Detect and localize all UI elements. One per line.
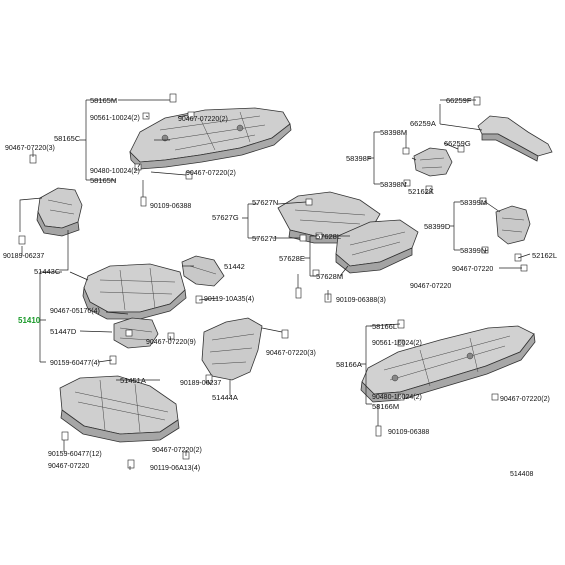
label-58166A: 58166A — [336, 360, 362, 369]
label-90467-05176: 90467-05176(4) — [50, 308, 100, 315]
label-90189-06237b: 90189-06237 — [180, 380, 221, 387]
label-58398F: 58398F — [346, 154, 372, 163]
part-58166A-cover — [360, 325, 536, 403]
label-90109-06388a: 90109-06388 — [150, 203, 191, 210]
label-58165C: 58165C — [54, 134, 81, 143]
part-58165C-cover — [129, 107, 292, 170]
label-90159-60477-12: 90159-60477(12) — [48, 451, 102, 458]
label-90467-07220-3b: 90467-07220(3) — [266, 350, 316, 357]
label-90189-06237a: 90189-06237 — [3, 253, 44, 260]
label-58398N: 58398N — [380, 180, 406, 189]
label-52162K: 52162K — [408, 187, 434, 196]
part-51442-bracket — [181, 255, 225, 287]
label-90467-07220-2d: 90467-07220(2) — [152, 447, 202, 454]
label-90561-10024: 90561-10024(2) — [90, 115, 140, 122]
label-90119-06A13: 90119-06A13(4) — [150, 465, 200, 472]
label-90467-07220-3a: 90467-07220(3) — [5, 145, 55, 152]
part-labels: 58165M 90561-10024(2) 90467-07220(2) 581… — [3, 96, 557, 478]
label-58165M: 58165M — [90, 96, 117, 105]
part-58399D-bracket — [495, 205, 531, 245]
part-51444A-shield — [201, 317, 263, 381]
part-66259A-rail — [477, 115, 553, 162]
label-51444A: 51444A — [212, 393, 238, 402]
diagram-code: 514408 — [510, 471, 533, 478]
part-main-undercover — [82, 263, 187, 320]
label-90480-10024b: 90480-10024(2) — [372, 394, 422, 401]
label-58399N: 58399N — [460, 246, 486, 255]
label-57628M: 57628M — [316, 272, 343, 281]
label-90119-10A35: 90119-10A35(4) — [204, 296, 254, 303]
label-90109-06388b: 90109-06388 — [388, 429, 429, 436]
label-90109-06388-3: 90109-06388(3) — [336, 297, 386, 304]
part-51451A-cover — [59, 375, 180, 443]
part-51443C-bracket — [36, 187, 83, 237]
label-90561-10024b: 90561-10024(2) — [372, 340, 422, 347]
leader-lines — [19, 99, 531, 470]
label-90467-07220c: 90467-07220 — [48, 463, 89, 470]
label-51451A: 51451A — [120, 376, 146, 385]
part-51447D-plate — [113, 317, 159, 349]
label-58166L: 58166L — [372, 322, 397, 331]
label-66259F: 66259F — [446, 96, 472, 105]
label-58398M: 58398M — [380, 128, 407, 137]
label-90467-07220-2c: 90467-07220(2) — [500, 396, 550, 403]
label-90467-07220-2b: 90467-07220(2) — [186, 170, 236, 177]
label-90159-60477-4: 90159-60477(4) — [50, 360, 100, 367]
label-57627J: 57627J — [252, 234, 277, 243]
label-90467-07220b: 90467-07220 — [410, 283, 451, 290]
label-51447D: 51447D — [50, 327, 77, 336]
label-58399D: 58399D — [424, 222, 451, 231]
label-57627G: 57627G — [212, 213, 239, 222]
label-90467-07220-2a: 90467-07220(2) — [178, 116, 228, 123]
label-66259A: 66259A — [410, 119, 436, 128]
part-58398F-bracket — [413, 147, 453, 177]
label-57628E: 57628E — [279, 254, 305, 263]
label-52162L: 52162L — [532, 251, 557, 260]
label-58399M: 58399M — [460, 198, 487, 207]
label-57628L: 57628L — [316, 232, 341, 241]
label-57627N: 57627N — [252, 198, 278, 207]
label-51443C: 51443C — [34, 267, 61, 276]
label-58165N: 58165N — [90, 176, 116, 185]
label-90467-07220a: 90467-07220 — [452, 266, 493, 273]
label-58166M: 58166M — [372, 402, 399, 411]
part-57628E-cover — [335, 219, 419, 274]
label-51410: 51410 — [18, 316, 41, 325]
label-90480-10024: 90480-10024(2) — [90, 168, 140, 175]
label-90467-07220-9: 90467-07220(9) — [146, 339, 196, 346]
label-51442: 51442 — [224, 262, 245, 271]
label-66259G: 66259G — [444, 139, 471, 148]
